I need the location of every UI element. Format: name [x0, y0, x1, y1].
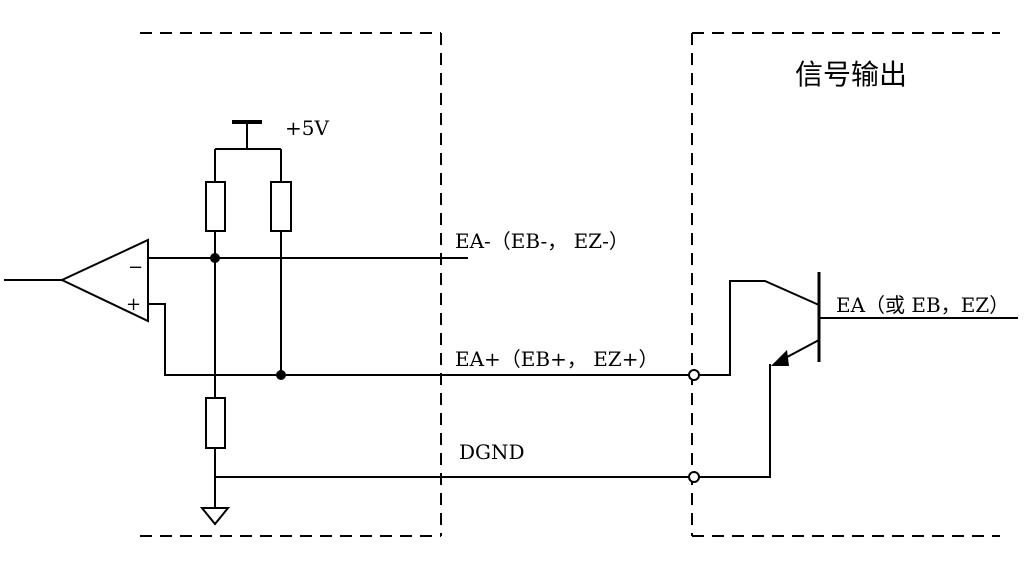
- comparator-plus-wire: [148, 303, 692, 376]
- resistor-r3: [205, 258, 226, 508]
- resistor-r1: [205, 149, 226, 258]
- ea-output-label: EA（或 EB，EZ）: [836, 293, 1009, 317]
- ground-icon: [199, 507, 231, 526]
- terminal-dgnd: [688, 471, 700, 483]
- comparator-plus-label: +: [126, 294, 141, 315]
- terminal-ea-plus: [688, 369, 700, 381]
- supply-label: +5V: [285, 116, 329, 140]
- supply-symbol: [215, 120, 281, 150]
- comparator-minus-label: −: [128, 257, 143, 278]
- junction-dot-2: [276, 370, 286, 380]
- ea-minus-label: EA-（EB-， EZ-）: [455, 229, 629, 253]
- junction-dot-1: [210, 253, 220, 263]
- receiver-boundary: [140, 32, 442, 537]
- signal-output-boundary: [691, 32, 1000, 537]
- resistor-r2: [270, 149, 292, 375]
- dgnd-label: DGND: [459, 440, 525, 464]
- emitter-arrow: [771, 350, 789, 366]
- signal-output-title: 信号输出: [795, 58, 907, 91]
- comparator: [59, 238, 149, 323]
- ea-plus-label: EA+（EB+， EZ+）: [455, 347, 658, 371]
